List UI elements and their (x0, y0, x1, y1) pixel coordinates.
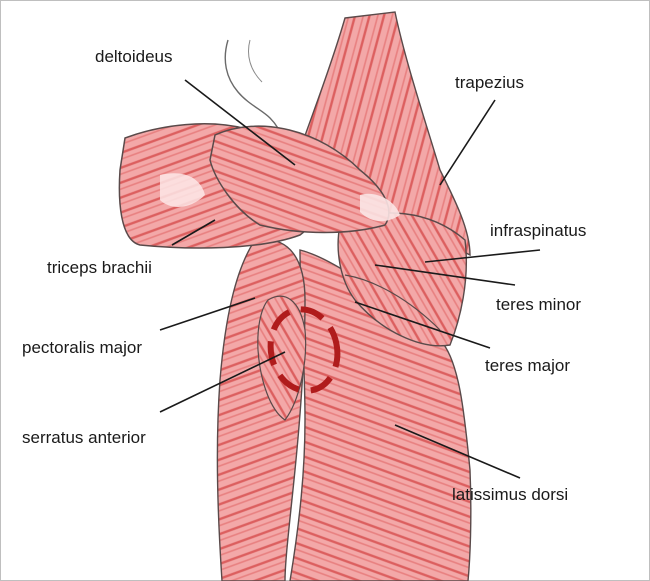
leader-trapezius (440, 100, 495, 185)
label-trapezius: trapezius (455, 73, 524, 93)
pectoralis-major-muscle (217, 239, 305, 581)
neck-outline-2 (249, 40, 263, 82)
label-latissimus-dorsi: latissimus dorsi (452, 485, 568, 505)
label-teres-major: teres major (485, 356, 570, 376)
label-pectoralis-major: pectoralis major (22, 338, 142, 358)
label-serratus-anterior: serratus anterior (22, 428, 146, 448)
label-infraspinatus: infraspinatus (490, 221, 586, 241)
label-triceps-brachii: triceps brachii (47, 258, 152, 278)
label-teres-minor: teres minor (496, 295, 581, 315)
label-deltoideus: deltoideus (95, 47, 173, 67)
